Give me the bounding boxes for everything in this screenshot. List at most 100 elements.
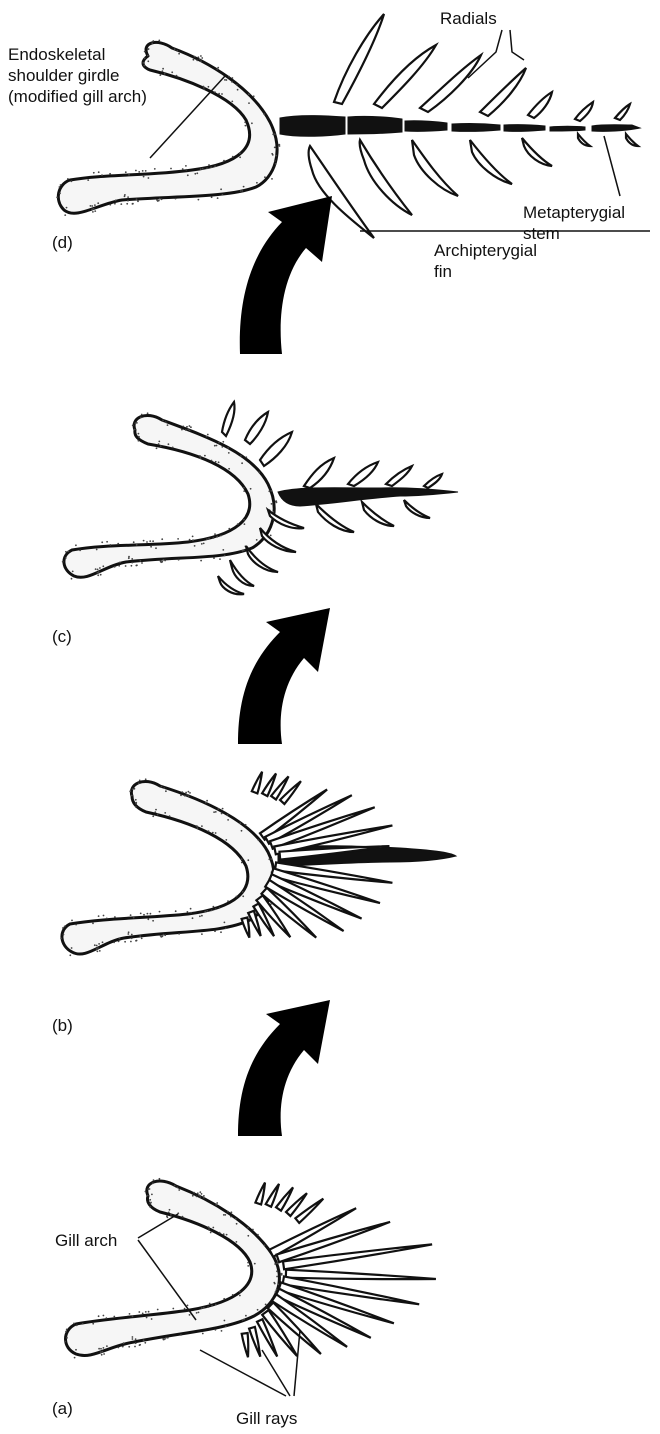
stipple-dot bbox=[241, 550, 243, 552]
stipple-dot bbox=[97, 951, 99, 953]
gill-ray bbox=[242, 1333, 249, 1357]
stipple-dot bbox=[220, 535, 222, 537]
stipple-dot bbox=[138, 783, 140, 785]
stipple-dot bbox=[90, 205, 92, 207]
stipple-dot bbox=[245, 125, 247, 127]
gill-ray bbox=[249, 1327, 260, 1357]
stipple-dot bbox=[218, 461, 220, 463]
gill-arch-leader-1 bbox=[138, 1214, 178, 1238]
stipple-dot bbox=[145, 170, 147, 172]
stipple-dot bbox=[117, 543, 119, 545]
stipple-dot bbox=[141, 562, 143, 564]
stipple-dot bbox=[127, 933, 129, 935]
stipple-dot bbox=[213, 811, 215, 813]
stipple-dot bbox=[223, 160, 225, 162]
stipple-dot bbox=[226, 1234, 228, 1236]
stipple-dot bbox=[109, 204, 111, 206]
stipple-dot bbox=[136, 940, 138, 942]
stipple-dot bbox=[154, 168, 156, 170]
stipple-dot bbox=[176, 50, 178, 52]
stipple-dot bbox=[189, 1314, 191, 1316]
stipple-dot bbox=[135, 422, 137, 424]
stipple-dot bbox=[103, 1315, 105, 1317]
stipple-dot bbox=[232, 156, 234, 158]
stipple-dot bbox=[146, 1317, 148, 1319]
stipple-dot bbox=[165, 421, 167, 423]
stipple-dot bbox=[176, 75, 178, 77]
panel-letter-a: (a) bbox=[52, 1399, 73, 1418]
stipple-dot bbox=[91, 208, 93, 210]
panel-letter-c: (c) bbox=[52, 627, 72, 646]
stipple-dot bbox=[185, 792, 187, 794]
stipple-dot bbox=[211, 460, 213, 462]
stipple-dot bbox=[248, 102, 250, 104]
stipple-dot bbox=[127, 196, 129, 198]
stipple-dot bbox=[134, 429, 136, 431]
stipple-dot bbox=[188, 791, 190, 793]
label-girdle-3: (modified gill arch) bbox=[8, 87, 147, 106]
stipple-dot bbox=[274, 160, 276, 162]
stipple-dot bbox=[131, 558, 133, 560]
stipple-dot bbox=[174, 48, 176, 50]
stipple-dot bbox=[210, 1232, 212, 1234]
stipple-dot bbox=[128, 931, 130, 933]
stipple-dot bbox=[171, 71, 173, 73]
stipple-dot bbox=[200, 60, 202, 62]
stipple-dot bbox=[102, 941, 104, 943]
panel-letter-b: (b) bbox=[52, 1016, 73, 1035]
label-gill-arch: Gill arch bbox=[55, 1231, 117, 1250]
stipple-dot bbox=[247, 1235, 249, 1237]
stipple-dot bbox=[270, 535, 272, 537]
stipple-dot bbox=[98, 943, 100, 945]
stipple-dot bbox=[241, 462, 243, 464]
stipple-dot bbox=[198, 1312, 200, 1314]
stipple-dot bbox=[218, 442, 220, 444]
gill-rays-leader-1 bbox=[200, 1350, 286, 1396]
stipple-dot bbox=[62, 927, 64, 929]
stipple-dot bbox=[130, 914, 132, 916]
stipple-dot bbox=[211, 196, 213, 198]
stipple-dot bbox=[215, 461, 217, 463]
stipple-dot bbox=[132, 425, 134, 427]
stipple-dot bbox=[216, 536, 218, 538]
shoulder-girdle-b bbox=[62, 781, 274, 954]
stipple-dot bbox=[268, 858, 270, 860]
stipple-dot bbox=[196, 172, 198, 174]
stipple-dot bbox=[169, 815, 171, 817]
stipple-dot bbox=[56, 197, 58, 199]
stipple-dot bbox=[276, 1263, 278, 1265]
stipple-dot bbox=[138, 1311, 140, 1313]
stipple-dot bbox=[239, 156, 241, 158]
stipple-dot bbox=[65, 557, 67, 559]
stipple-dot bbox=[221, 813, 223, 815]
stipple-dot bbox=[205, 802, 207, 804]
stipple-dot bbox=[213, 557, 215, 559]
stipple-dot bbox=[189, 792, 191, 794]
stipple-dot bbox=[115, 200, 117, 202]
stipple-dot bbox=[62, 561, 64, 563]
stipple-dot bbox=[162, 68, 164, 70]
stipple-dot bbox=[181, 429, 183, 431]
stipple-dot bbox=[71, 947, 73, 949]
stipple-dot bbox=[128, 557, 130, 559]
stipple-dot bbox=[101, 174, 103, 176]
stipple-dot bbox=[64, 926, 66, 928]
panel-b: (b) bbox=[52, 772, 456, 1035]
stipple-dot bbox=[199, 1196, 201, 1198]
stipple-dot bbox=[160, 445, 162, 447]
shoulder-girdle-c bbox=[64, 415, 274, 577]
stipple-dot bbox=[228, 452, 230, 454]
stipple-dot bbox=[232, 77, 234, 79]
stipple-dot bbox=[243, 490, 245, 492]
stipple-dot bbox=[258, 471, 260, 473]
stipple-dot bbox=[185, 169, 187, 171]
stipple-dot bbox=[142, 170, 144, 172]
stipple-dot bbox=[91, 205, 93, 207]
stipple-dot bbox=[204, 455, 206, 457]
stipple-dot bbox=[97, 202, 99, 204]
stipple-dot bbox=[200, 55, 202, 57]
stipple-dot bbox=[97, 572, 99, 574]
stipple-dot bbox=[231, 1211, 233, 1213]
stipple-dot bbox=[150, 1202, 152, 1204]
stipple-dot bbox=[64, 214, 66, 216]
